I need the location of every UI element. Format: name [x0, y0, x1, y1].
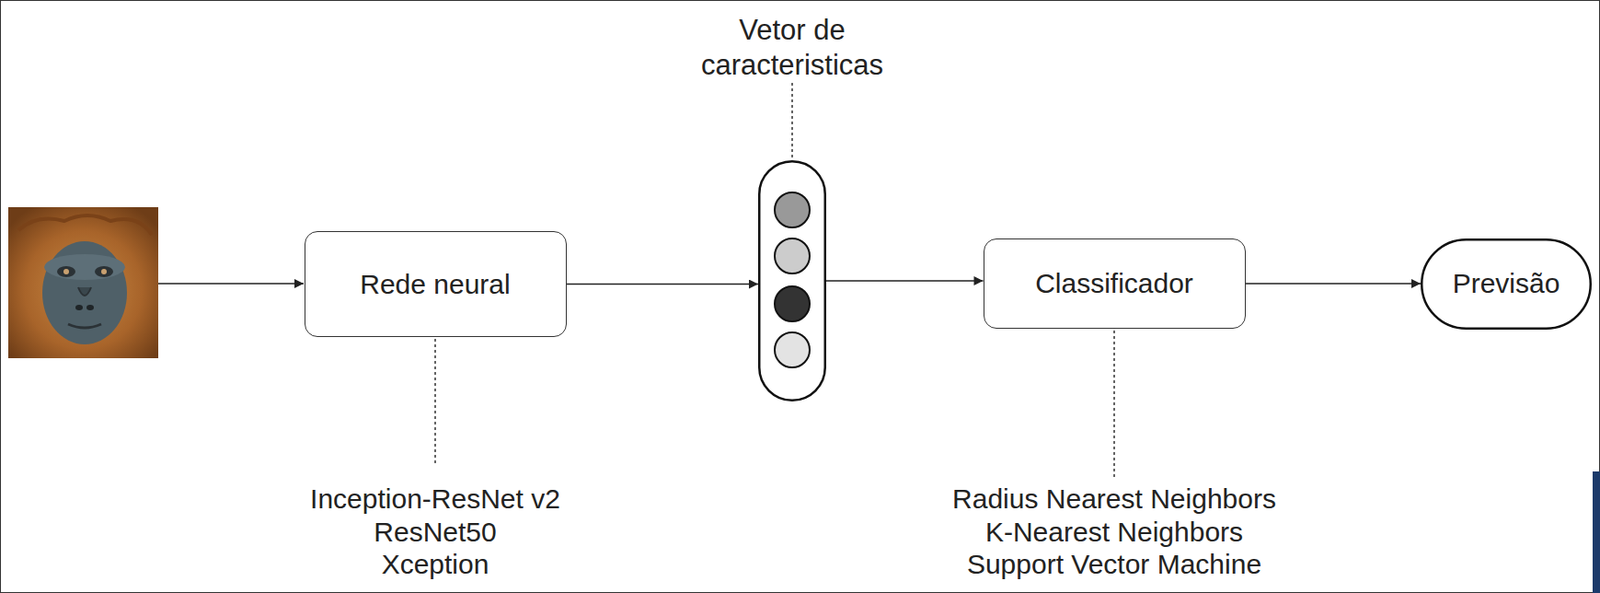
monkey-photo — [8, 207, 159, 358]
model-name: ResNet50 — [373, 515, 496, 548]
outline-shape — [1421, 239, 1591, 329]
feature-dot — [774, 286, 810, 322]
feature-vector: Vetor de caracteristicas — [758, 160, 827, 402]
leader-line — [434, 338, 437, 465]
flow-arrow — [566, 283, 760, 286]
feature-dot — [774, 192, 810, 228]
corner-mark — [1592, 471, 1600, 593]
leader-line — [1113, 330, 1116, 480]
feature-dot — [774, 238, 810, 274]
model-name: Inception-ResNet v2 — [310, 482, 561, 515]
node-text: Classificador — [1035, 266, 1194, 300]
model-name: K-Nearest Neighbors — [985, 515, 1244, 548]
leader-line — [791, 82, 794, 159]
node-text: Rede neural — [359, 267, 510, 301]
model-name: Radius Nearest Neighbors — [952, 482, 1277, 515]
vector-heading: Vetor de caracteristicas — [672, 12, 912, 83]
terminal-box: Previsão — [1420, 238, 1592, 330]
model-name: Support Vector Machine — [966, 547, 1262, 580]
process-box: Classificador — [983, 238, 1246, 329]
vector-outline — [758, 160, 827, 402]
outline-shape — [759, 161, 826, 401]
flow-arrow — [826, 279, 984, 282]
model-name: Xception — [381, 547, 490, 580]
flow-arrow — [1245, 282, 1422, 285]
process-box: Rede neural — [304, 230, 567, 337]
node-text: Previsão — [1452, 266, 1561, 300]
input-arrow — [158, 282, 304, 285]
feature-dot — [774, 332, 810, 368]
